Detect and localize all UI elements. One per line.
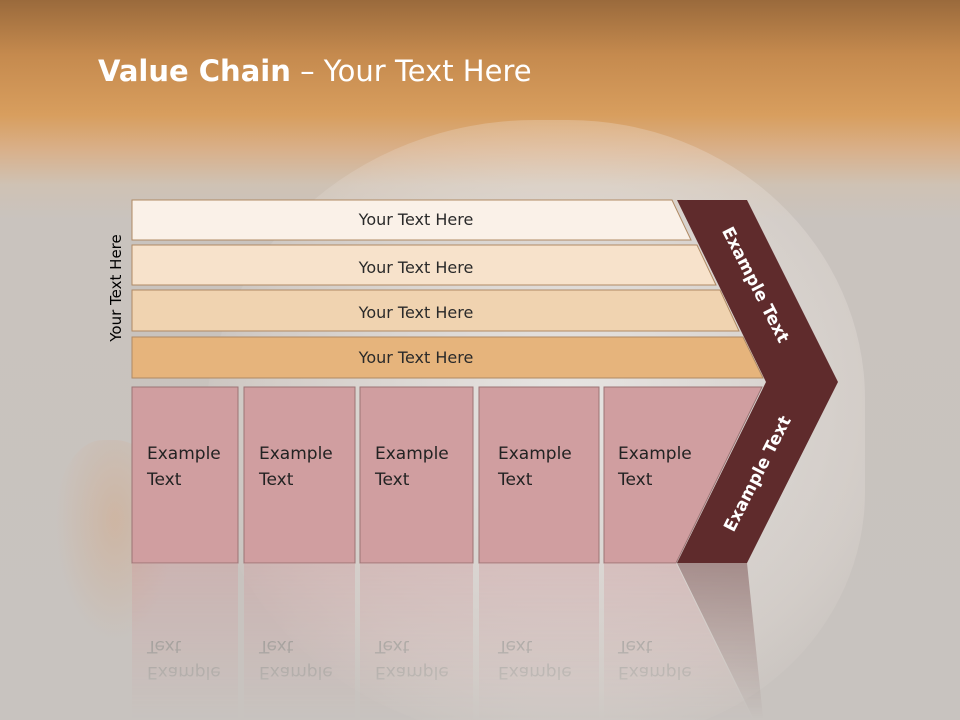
reflection-text-5: Text	[617, 636, 653, 656]
reflection-text-6: Example	[147, 662, 221, 682]
activity-1-line1: Example	[147, 444, 221, 464]
band-1-label: Your Text Here	[358, 210, 474, 229]
reflection-text-7: Example	[259, 662, 333, 682]
band-3: Your Text Here	[131, 289, 740, 332]
activity-5-line2: Text	[617, 470, 653, 490]
title-bold: Value Chain	[98, 54, 291, 88]
band-2-shape	[131, 244, 717, 286]
activity-1-box	[131, 386, 239, 564]
activity-5-line1: Example	[618, 444, 692, 464]
reflection-text-4: Text	[497, 636, 533, 656]
band-3-label: Your Text Here	[358, 303, 474, 322]
activity-2-box	[243, 386, 356, 564]
reflection-text-3: Text	[374, 636, 410, 656]
diagram-reflection: Text Text Text Text Text Example Example…	[132, 563, 764, 720]
band-4: Your Text Here	[131, 336, 764, 379]
activity-2-line1: Example	[259, 444, 333, 464]
activity-1-line2: Text	[146, 470, 182, 490]
activity-4: Example Text	[478, 386, 600, 564]
band-1: Your Text Here	[131, 199, 692, 241]
chevron-shape	[677, 200, 838, 563]
activity-4-box	[478, 386, 600, 564]
activity-5: Example Text	[603, 386, 763, 564]
band-2: Your Text Here	[131, 244, 717, 286]
reflection-text-8: Example	[375, 662, 449, 682]
title-rest: – Your Text Here	[290, 54, 532, 88]
band-4-shape	[131, 336, 764, 379]
reflection-text-2: Text	[258, 636, 294, 656]
band-2-label: Your Text Here	[358, 258, 474, 277]
band-3-shape	[131, 289, 740, 332]
reflection-text-10: Example	[618, 662, 692, 682]
reflection-text-9: Example	[498, 662, 572, 682]
activity-1: Example Text	[131, 386, 239, 564]
activity-3: Example Text	[359, 386, 474, 564]
activity-2-line2: Text	[258, 470, 294, 490]
band-4-label: Your Text Here	[358, 348, 474, 367]
activity-3-line1: Example	[375, 444, 449, 464]
slide-title: Value Chain – Your Text Here	[98, 54, 532, 88]
activity-2: Example Text	[243, 386, 356, 564]
activity-4-line1: Example	[498, 444, 572, 464]
reflection-text-1: Text	[146, 636, 182, 656]
activity-3-line2: Text	[374, 470, 410, 490]
band-1-shape	[131, 199, 692, 241]
activity-3-box	[359, 386, 474, 564]
activity-4-line2: Text	[497, 470, 533, 490]
